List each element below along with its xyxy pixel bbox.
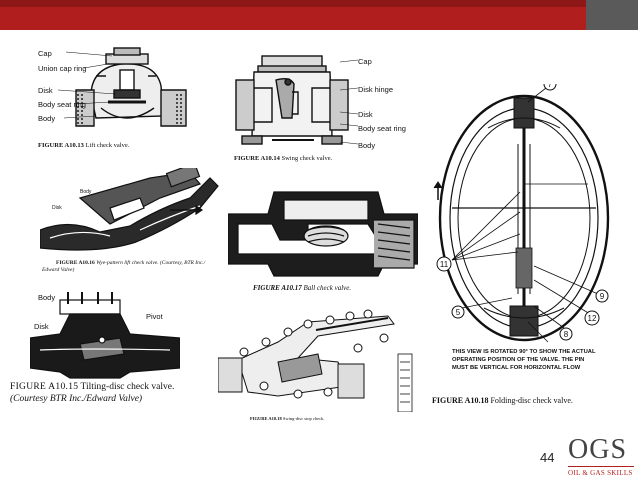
swing-caption-number: FIGURE A10.14 [234, 155, 280, 162]
lift-caption-text: Lift check valve. [85, 142, 130, 149]
header-bar [0, 0, 638, 30]
swing-caption: FIGURE A10.14 Swing check valve. [234, 155, 332, 162]
wye-pattern-valve-drawing [40, 168, 219, 251]
figure-swing-check-valve [232, 52, 352, 152]
tilting-caption-text: Tilting-disc check valve. [80, 382, 175, 392]
ogs-logo: OGS OIL & GAS SKILLS [568, 436, 634, 477]
logo-rule [568, 466, 634, 467]
wye-label-body: Body [80, 189, 92, 195]
folding-callout-5: 5 [456, 308, 461, 317]
folding-callout-7: 7 [548, 84, 553, 89]
tilting-disc-valve-drawing [30, 292, 180, 379]
ball-caption-text: Ball check valve. [303, 284, 352, 292]
figure-tilting-disc-check-valve [30, 290, 180, 380]
swing-label-disk: Disk [358, 110, 373, 119]
figure-wye-pattern-lift-check-valve [40, 168, 220, 254]
lift-label-body: Body [38, 114, 56, 123]
swing-caption-text: Swing check valve. [281, 155, 333, 162]
figure-folding-disc-check-valve: 7 11 5 9 12 8 [428, 84, 618, 350]
swing-label-cap: Cap [358, 57, 372, 66]
folding-callout-9: 9 [600, 292, 605, 301]
tilting-caption: FIGURE A10.15 Tilting-disc check valve. [10, 382, 174, 392]
ball-check-valve-drawing [228, 191, 418, 277]
wye-caption-line2: Edward Valve) [42, 267, 75, 273]
folding-note-line1: THIS VIEW IS ROTATED 90° TO SHOW THE ACT… [452, 349, 596, 355]
swing-disc-stop-check-drawing [218, 309, 413, 412]
swing-label-body: Body [358, 141, 376, 150]
lift-check-valve-drawing [57, 47, 187, 127]
header-corner-block [586, 0, 638, 30]
header-shade [0, 0, 638, 7]
figure-ball-check-valve [228, 184, 418, 280]
folding-caption-number: FIGURE A10.18 [432, 396, 489, 405]
figure-swing-disc-stop-check [218, 302, 418, 412]
swingstop-caption-text: Swing-disc stop check. [282, 416, 325, 421]
folding-note-line2: OPERATING POSITION OF THE VALVE. THE PIN [452, 357, 585, 363]
swingstop-caption-number: FIGURE A10.18 [250, 416, 282, 421]
folding-note-line3: MUST BE VERTICAL FOR HORIZONTAL FLOW [452, 365, 581, 371]
folding-caption-text: Folding-disc check valve. [490, 396, 573, 405]
lift-label-cap: Cap [38, 49, 52, 58]
wye-caption: FIGURE A10.16 Wye-pattern lift check val… [56, 260, 205, 267]
lift-label-body-seat-ring: Body seat ring [38, 100, 86, 109]
logo-tagline: OIL & GAS SKILLS [568, 469, 633, 477]
swing-label-disk-hinge: Disk hinge [358, 85, 394, 94]
folding-callout-12: 12 [588, 314, 597, 323]
logo-wordmark: OGS [568, 434, 628, 465]
ball-caption: FIGURE A10.17 Ball check valve. [253, 284, 351, 292]
folding-disc-valve-drawing: 7 11 5 9 12 8 [433, 84, 610, 343]
lift-label-union-cap-ring: Union cap ring [38, 64, 87, 73]
swingstop-caption: FIGURE A10.18 Swing-disc stop check. [250, 416, 325, 421]
tilting-label-disk: Disk [34, 322, 49, 331]
swing-leader-lines [340, 59, 359, 145]
lift-caption-number: FIGURE A10.13 [38, 142, 84, 149]
folding-caption: FIGURE A10.18 Folding-disc check valve. [432, 396, 573, 405]
ball-caption-number: FIGURE A10.17 [253, 284, 302, 292]
wye-caption-number: FIGURE A10.16 [56, 260, 95, 266]
folding-callout-11: 11 [440, 260, 449, 269]
tilting-caption-line2: (Courtesy BTR Inc./Edward Valve) [10, 394, 143, 404]
lift-caption: FIGURE A10.13 Lift check valve. [38, 142, 129, 149]
wye-caption-text: Wye-pattern lift check valve. (Courtesy,… [96, 260, 206, 266]
lift-label-disk: Disk [38, 86, 53, 95]
swing-label-body-seat-ring: Body seat ring [358, 124, 406, 133]
wye-label-disk: Disk [52, 205, 62, 211]
figure-lift-check-valve [36, 46, 206, 138]
page-number: 44 [540, 450, 555, 465]
swing-check-valve-drawing [235, 55, 349, 145]
tilting-label-body: Body [38, 293, 56, 302]
tilting-caption-number: FIGURE A10.15 [10, 382, 79, 392]
tilting-label-pivot: Pivot [146, 312, 163, 321]
folding-callout-8: 8 [564, 330, 569, 339]
